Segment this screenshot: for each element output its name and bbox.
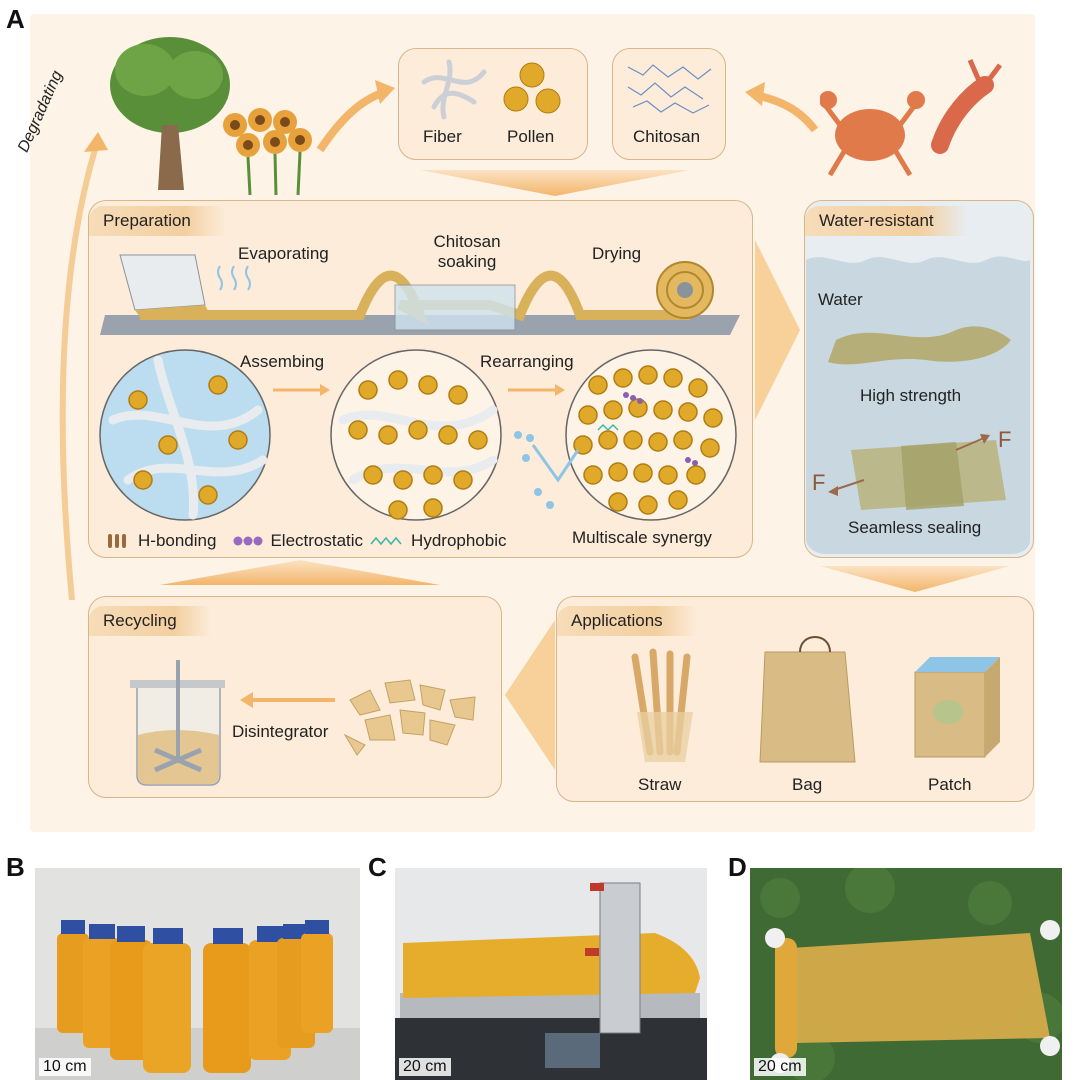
assembing-label: Assembing xyxy=(240,352,325,371)
photo-b-bottles: 10 cm xyxy=(35,868,360,1080)
multiscale-synergy-label: Multiscale synergy xyxy=(572,528,712,547)
rearranging-label: Rearranging xyxy=(480,352,574,371)
tree-sunflower-illustration xyxy=(110,37,312,196)
fiber-pollen-icons xyxy=(421,59,561,120)
recycling-title: Recycling xyxy=(89,606,211,636)
photo-c-casting-machine: 20 cm xyxy=(395,868,707,1080)
casting-machine-illustration xyxy=(395,868,707,1080)
fiber-pollen-box: Fiber Pollen xyxy=(398,48,588,160)
panel-label-d: D xyxy=(728,852,747,882)
high-strength-label: High strength xyxy=(860,386,962,405)
crab-crayfish-illustration xyxy=(820,59,1002,177)
chitosan-soaking-label: Chitosan soaking xyxy=(422,232,512,272)
straw-label: Straw xyxy=(638,775,682,794)
water-label: Water xyxy=(818,290,863,309)
panel-label-a: A xyxy=(6,4,25,34)
hydrophobic-label: Hydrophobic xyxy=(411,531,507,550)
photo-d-film-sheet: 20 cm xyxy=(750,868,1062,1080)
chitosan-icon xyxy=(627,64,712,114)
patch-label: Patch xyxy=(928,775,972,794)
applications-title: Applications xyxy=(557,606,697,636)
flow-arrows xyxy=(59,80,1010,770)
chitosan-soaking-line1: Chitosan xyxy=(433,232,501,251)
h-bonding-label: H-bonding xyxy=(138,531,217,550)
water-resistant-title: Water-resistant xyxy=(805,206,968,236)
applications-illustration xyxy=(631,636,1000,763)
bottles-illustration xyxy=(35,868,360,1080)
microstructure-illustration xyxy=(99,349,737,521)
scale-c: 20 cm xyxy=(399,1058,451,1076)
scale-b: 10 cm xyxy=(39,1058,91,1076)
bond-legend: H-bonding Electrostatic Hydrophobic xyxy=(106,530,507,552)
fiber-label: Fiber xyxy=(423,127,462,146)
film-sheet-illustration xyxy=(750,868,1062,1080)
scale-d: 20 cm xyxy=(754,1058,806,1076)
bag-label: Bag xyxy=(792,775,823,794)
pollen-label: Pollen xyxy=(507,127,555,146)
electrostatic-label: Electrostatic xyxy=(270,531,364,550)
force-right-label: F xyxy=(998,427,1012,452)
chitosan-label: Chitosan xyxy=(633,127,701,146)
force-left-label: F xyxy=(812,470,826,495)
electrostatic-icon xyxy=(233,536,263,546)
chitosan-box: Chitosan xyxy=(612,48,726,160)
water-illustration xyxy=(806,256,1030,554)
panel-label-c: C xyxy=(368,852,387,882)
panel-label-b: B xyxy=(6,852,25,882)
disintegrator-label: Disintegrator xyxy=(232,722,329,741)
hydrophobic-icon xyxy=(370,536,402,546)
evaporating-label: Evaporating xyxy=(238,244,329,263)
h-bonding-icon xyxy=(108,534,126,548)
chitosan-soaking-line2: soaking xyxy=(437,252,497,271)
drying-label: Drying xyxy=(592,244,642,263)
production-line-illustration xyxy=(100,254,740,335)
preparation-title: Preparation xyxy=(89,206,225,236)
seamless-sealing-label: Seamless sealing xyxy=(848,518,982,537)
recycling-illustration xyxy=(130,660,476,786)
